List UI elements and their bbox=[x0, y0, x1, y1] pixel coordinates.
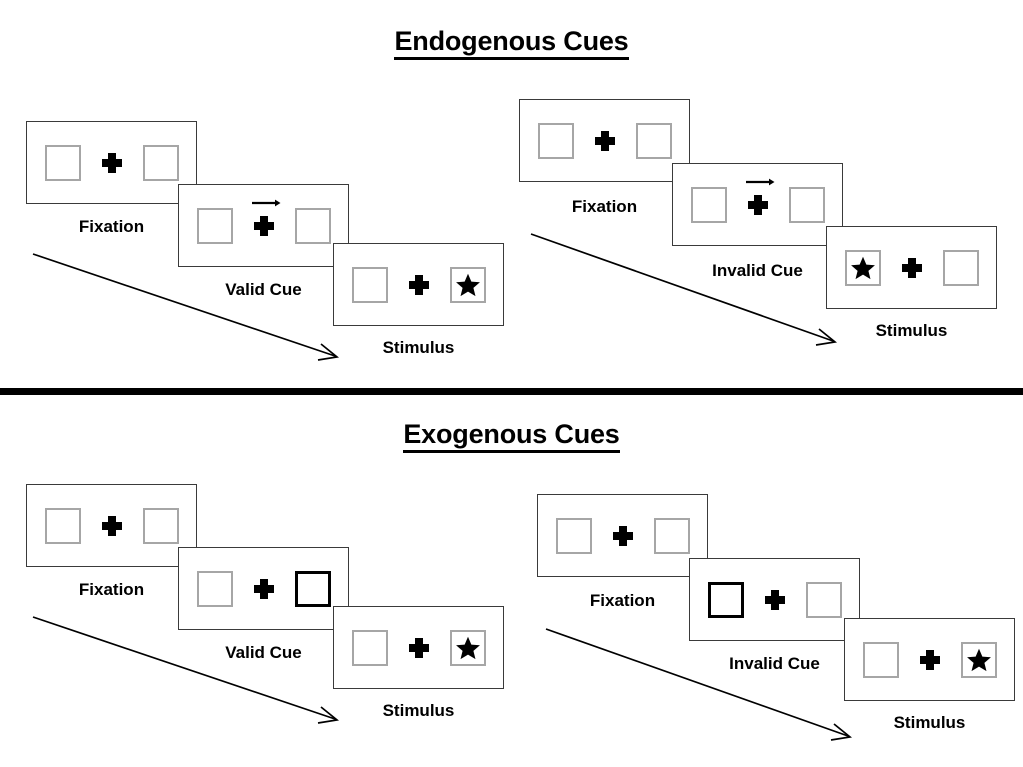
timeline-arrow-icon bbox=[530, 233, 838, 346]
section-title-endogenous-text: Endogenous Cues bbox=[394, 26, 629, 60]
caption-exogenous-valid-fixation: Fixation bbox=[78, 580, 145, 599]
section-divider bbox=[0, 388, 1023, 395]
plus-cross-icon bbox=[612, 524, 634, 548]
frame-content bbox=[537, 122, 672, 159]
placeholder-box-left bbox=[844, 249, 881, 286]
placeholder-box-left bbox=[555, 517, 592, 554]
arrow-right-icon bbox=[251, 199, 280, 206]
frame-content bbox=[690, 178, 825, 223]
placeholder-box-right bbox=[142, 507, 179, 544]
frame-content bbox=[196, 199, 331, 244]
caption-endogenous-valid-stimulus: Stimulus bbox=[382, 338, 455, 357]
frame-exogenous-valid-cue bbox=[178, 547, 349, 630]
caption-exogenous-valid-stimulus: Stimulus bbox=[382, 701, 455, 720]
caption-endogenous-invalid-stimulus: Stimulus bbox=[875, 321, 948, 340]
frame-exogenous-invalid-fixation bbox=[537, 494, 708, 577]
placeholder-box-right bbox=[942, 249, 979, 286]
frame-content bbox=[351, 266, 486, 303]
frame-exogenous-valid-stimulus bbox=[333, 606, 504, 689]
plus-cross-icon bbox=[745, 178, 774, 217]
frame-content bbox=[707, 581, 842, 618]
plus-cross-icon bbox=[101, 151, 123, 175]
frame-content bbox=[44, 144, 179, 181]
frame-exogenous-invalid-cue bbox=[689, 558, 860, 641]
frame-content bbox=[555, 517, 690, 554]
frame-endogenous-invalid-cue bbox=[672, 163, 843, 246]
placeholder-box-left bbox=[196, 207, 233, 244]
frame-content bbox=[844, 249, 979, 286]
plus-cross-icon bbox=[408, 636, 430, 660]
section-title-endogenous: Endogenous Cues bbox=[0, 26, 1023, 60]
star-icon bbox=[455, 273, 480, 296]
frame-content bbox=[862, 641, 997, 678]
frame-content bbox=[44, 507, 179, 544]
placeholder-box-right bbox=[635, 122, 672, 159]
placeholder-box-left bbox=[44, 507, 81, 544]
caption-exogenous-invalid-fixation: Fixation bbox=[589, 591, 656, 610]
placeholder-box-right bbox=[653, 517, 690, 554]
frame-content bbox=[196, 570, 331, 607]
placeholder-box-left bbox=[862, 641, 899, 678]
section-title-exogenous: Exogenous Cues bbox=[0, 419, 1023, 453]
plus-cross-icon bbox=[253, 577, 275, 601]
placeholder-box-right bbox=[805, 581, 842, 618]
plus-cross-icon bbox=[901, 256, 923, 280]
placeholder-box-right bbox=[960, 641, 997, 678]
plus-cross-icon bbox=[919, 648, 941, 672]
frame-endogenous-valid-stimulus bbox=[333, 243, 504, 326]
frame-exogenous-valid-fixation bbox=[26, 484, 197, 567]
placeholder-box-right bbox=[294, 207, 331, 244]
caption-exogenous-invalid-stimulus: Stimulus bbox=[893, 713, 966, 732]
placeholder-box-left bbox=[44, 144, 81, 181]
star-icon bbox=[455, 636, 480, 659]
cued-box-right bbox=[294, 570, 331, 607]
plus-cross-icon bbox=[594, 129, 616, 153]
frame-content bbox=[351, 629, 486, 666]
frame-endogenous-invalid-fixation bbox=[519, 99, 690, 182]
frame-endogenous-valid-fixation bbox=[26, 121, 197, 204]
frame-endogenous-valid-cue bbox=[178, 184, 349, 267]
caption-exogenous-invalid-cue: Invalid Cue bbox=[729, 654, 820, 673]
frame-exogenous-invalid-stimulus bbox=[844, 618, 1015, 701]
section-title-exogenous-text: Exogenous Cues bbox=[403, 419, 620, 453]
placeholder-box-left bbox=[196, 570, 233, 607]
placeholder-box-right bbox=[788, 186, 825, 223]
placeholder-box-left bbox=[690, 186, 727, 223]
placeholder-box-left bbox=[537, 122, 574, 159]
placeholder-box-right bbox=[449, 266, 486, 303]
caption-endogenous-invalid-fixation: Fixation bbox=[571, 197, 638, 216]
caption-endogenous-valid-cue: Valid Cue bbox=[225, 280, 302, 299]
plus-cross-icon bbox=[408, 273, 430, 297]
placeholder-box-right bbox=[142, 144, 179, 181]
star-icon bbox=[850, 256, 875, 279]
placeholder-box-right bbox=[449, 629, 486, 666]
frame-endogenous-invalid-stimulus bbox=[826, 226, 997, 309]
timeline-arrow-icon bbox=[545, 628, 853, 741]
placeholder-box-left bbox=[351, 266, 388, 303]
arrow-right-icon bbox=[745, 178, 774, 185]
star-icon bbox=[966, 648, 991, 671]
caption-endogenous-valid-fixation: Fixation bbox=[78, 217, 145, 236]
caption-endogenous-invalid-cue: Invalid Cue bbox=[712, 261, 803, 280]
plus-cross-icon bbox=[251, 199, 280, 238]
plus-cross-icon bbox=[764, 588, 786, 612]
caption-exogenous-valid-cue: Valid Cue bbox=[225, 643, 302, 662]
cued-box-left bbox=[707, 581, 744, 618]
plus-cross-icon bbox=[101, 514, 123, 538]
placeholder-box-left bbox=[351, 629, 388, 666]
